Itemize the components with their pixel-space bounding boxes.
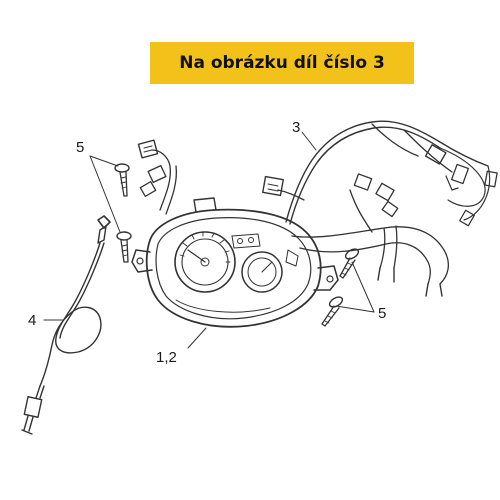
instrument-cluster <box>131 197 339 328</box>
screw-upper-1 <box>114 163 130 197</box>
screws <box>114 163 360 327</box>
callout-screws-top: 5 <box>76 139 84 156</box>
screw-upper-2 <box>116 231 132 263</box>
banner-text: Na obrázku díl číslo 3 <box>179 53 385 73</box>
callout-screws-right: 5 <box>378 305 386 322</box>
screw-lower-1 <box>339 248 360 279</box>
wiring-harness <box>151 120 491 285</box>
callout-harness: 3 <box>292 119 300 136</box>
callout-cluster: 1,2 <box>156 349 177 366</box>
callout-leaders <box>43 131 375 349</box>
harness-connectors <box>137 139 498 297</box>
callout-cable: 4 <box>28 312 36 329</box>
screw-lower-2 <box>321 296 344 327</box>
speedometer-cable <box>21 215 111 435</box>
part-number-banner: Na obrázku díl číslo 3 <box>150 42 414 84</box>
